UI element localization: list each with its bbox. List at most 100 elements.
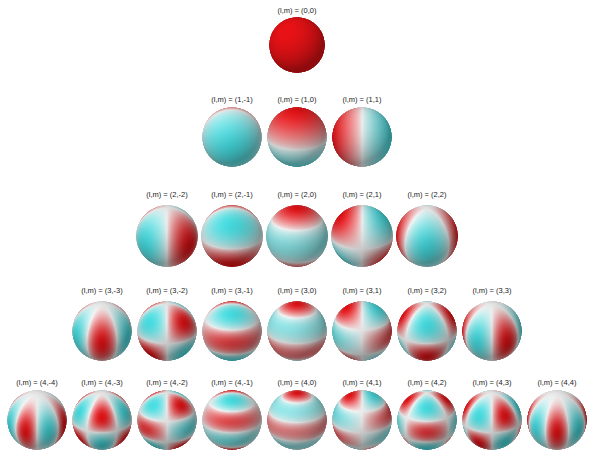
harmonic-sphere: (l,m) = (4,-4) <box>5 378 69 450</box>
harmonic-surface <box>72 301 132 361</box>
sphere-label: (l,m) = (3,2) <box>407 286 448 295</box>
sphere-label: (l,m) = (4,4) <box>537 378 578 387</box>
harmonic-surface <box>137 390 197 450</box>
sphere-shading <box>267 390 327 450</box>
harmonic-surface <box>397 301 457 361</box>
sphere-shading <box>72 301 132 361</box>
sphere-label: (l,m) = (4,2) <box>407 378 448 387</box>
harmonic-surface <box>332 390 392 450</box>
harmonic-sphere: (l,m) = (2,2) <box>395 190 459 267</box>
harmonic-sphere: (l,m) = (3,0) <box>265 286 329 361</box>
harmonic-surface <box>201 205 263 267</box>
harmonic-sphere: (l,m) = (0,0) <box>265 6 329 73</box>
sphere-shading <box>332 301 392 361</box>
harmonic-sphere: (l,m) = (2,0) <box>265 190 329 267</box>
harmonic-surface <box>202 107 262 167</box>
harmonic-surface <box>137 301 197 361</box>
sphere-shading <box>332 390 392 450</box>
sphere-label: (l,m) = (4,-3) <box>80 378 123 387</box>
harmonic-sphere: (l,m) = (4,2) <box>395 378 459 450</box>
sphere-label: (l,m) = (3,-3) <box>80 286 123 295</box>
harmonic-sphere: (l,m) = (2,-2) <box>135 190 199 267</box>
sphere-label: (l,m) = (3,3) <box>472 286 513 295</box>
harmonic-sphere: (l,m) = (3,-1) <box>200 286 264 361</box>
sphere-label: (l,m) = (0,0) <box>277 6 318 15</box>
harmonic-sphere: (l,m) = (4,1) <box>330 378 394 450</box>
sphere-shading <box>137 301 197 361</box>
harmonic-surface <box>72 390 132 450</box>
harmonic-surface <box>332 301 392 361</box>
harmonic-sphere: (l,m) = (4,-2) <box>135 378 199 450</box>
harmonic-surface <box>269 17 325 73</box>
harmonic-sphere: (l,m) = (1,1) <box>330 95 394 167</box>
sphere-shading <box>72 390 132 450</box>
harmonic-surface <box>527 390 587 450</box>
harmonic-sphere: (l,m) = (4,3) <box>460 378 524 450</box>
sphere-shading <box>332 107 392 167</box>
sphere-shading <box>266 205 328 267</box>
harmonic-sphere: (l,m) = (2,1) <box>330 190 394 267</box>
harmonic-sphere: (l,m) = (4,4) <box>525 378 589 450</box>
harmonic-surface <box>397 390 457 450</box>
sphere-label: (l,m) = (2,2) <box>407 190 448 199</box>
harmonic-sphere: (l,m) = (1,0) <box>265 95 329 167</box>
sphere-shading <box>267 107 327 167</box>
sphere-shading <box>267 301 327 361</box>
harmonic-sphere: (l,m) = (4,-3) <box>70 378 134 450</box>
sphere-label: (l,m) = (1,1) <box>342 95 383 104</box>
sphere-shading <box>136 205 198 267</box>
sphere-label: (l,m) = (2,-1) <box>210 190 253 199</box>
sphere-shading <box>397 390 457 450</box>
harmonic-sphere: (l,m) = (4,0) <box>265 378 329 450</box>
sphere-label: (l,m) = (3,0) <box>277 286 318 295</box>
harmonic-surface <box>202 390 262 450</box>
sphere-shading <box>462 301 522 361</box>
harmonic-surface <box>267 390 327 450</box>
sphere-shading <box>269 17 325 73</box>
harmonic-surface <box>266 205 328 267</box>
harmonic-sphere: (l,m) = (3,3) <box>460 286 524 361</box>
sphere-shading <box>202 301 262 361</box>
sphere-shading <box>527 390 587 450</box>
harmonic-sphere: (l,m) = (2,-1) <box>200 190 264 267</box>
sphere-label: (l,m) = (4,0) <box>277 378 318 387</box>
sphere-shading <box>396 205 458 267</box>
sphere-label: (l,m) = (4,-2) <box>145 378 188 387</box>
sphere-label: (l,m) = (3,1) <box>342 286 383 295</box>
harmonic-surface <box>332 107 392 167</box>
harmonic-surface <box>267 301 327 361</box>
sphere-label: (l,m) = (1,-1) <box>210 95 253 104</box>
sphere-shading <box>201 205 263 267</box>
harmonic-sphere: (l,m) = (1,-1) <box>200 95 264 167</box>
harmonic-sphere: (l,m) = (3,-2) <box>135 286 199 361</box>
sphere-label: (l,m) = (2,-2) <box>145 190 188 199</box>
sphere-label: (l,m) = (1,0) <box>277 95 318 104</box>
sphere-shading <box>331 205 393 267</box>
sphere-label: (l,m) = (2,0) <box>277 190 318 199</box>
sphere-label: (l,m) = (3,-2) <box>145 286 188 295</box>
sphere-shading <box>397 301 457 361</box>
harmonic-surface <box>202 301 262 361</box>
harmonic-surface <box>462 390 522 450</box>
sphere-label: (l,m) = (4,3) <box>472 378 513 387</box>
sphere-label: (l,m) = (4,1) <box>342 378 383 387</box>
harmonic-surface <box>396 205 458 267</box>
harmonic-surface <box>136 205 198 267</box>
sphere-label: (l,m) = (2,1) <box>342 190 383 199</box>
harmonic-sphere: (l,m) = (4,-1) <box>200 378 264 450</box>
harmonic-surface <box>331 205 393 267</box>
harmonic-sphere: (l,m) = (3,1) <box>330 286 394 361</box>
sphere-label: (l,m) = (4,-1) <box>210 378 253 387</box>
harmonic-surface <box>462 301 522 361</box>
sphere-shading <box>137 390 197 450</box>
sphere-label: (l,m) = (4,-4) <box>15 378 58 387</box>
harmonic-surface <box>267 107 327 167</box>
sphere-label: (l,m) = (3,-1) <box>210 286 253 295</box>
harmonic-surface <box>7 390 67 450</box>
harmonic-sphere: (l,m) = (3,-3) <box>70 286 134 361</box>
sphere-shading <box>7 390 67 450</box>
harmonic-sphere: (l,m) = (3,2) <box>395 286 459 361</box>
sphere-shading <box>202 107 262 167</box>
sphere-shading <box>462 390 522 450</box>
